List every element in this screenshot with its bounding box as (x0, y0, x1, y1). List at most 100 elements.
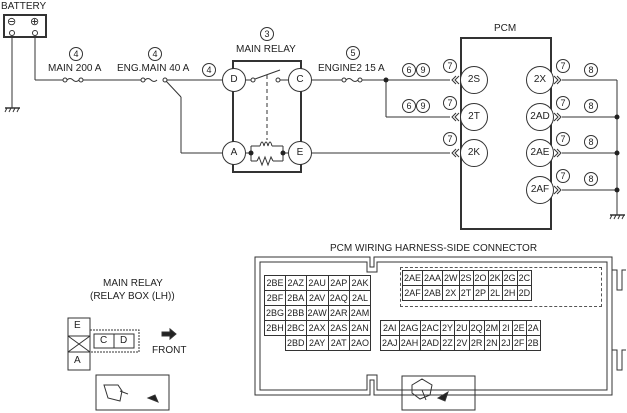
relay-pin-a: A (74, 355, 81, 366)
pcm-terminal-2x: 2X (526, 66, 554, 94)
relay-connector-title: MAIN RELAY (103, 278, 163, 289)
circle-ref: 9 (416, 99, 430, 113)
connector-pin: 2AE (401, 270, 424, 286)
relay-pin-d: D (120, 335, 128, 346)
connector-pin: 2BC (285, 320, 307, 336)
connector-pin: 2Y (440, 320, 456, 336)
circle-ref: 7 (556, 96, 570, 110)
battery-box (3, 14, 47, 38)
circle-ref: 7 (556, 59, 570, 73)
pcm-terminal-2t: 2T (460, 103, 488, 131)
connector-pin: 2U (454, 320, 470, 336)
pcm-connector-title: PCM WIRING HARNESS-SIDE CONNECTOR (330, 243, 538, 254)
connector-pin: 2F (511, 335, 527, 351)
relay-terminal-e: E (288, 141, 312, 165)
connector-pin: 2BA (285, 290, 307, 306)
circle-ref: 7 (556, 132, 570, 146)
relay-terminal-d: D (222, 68, 246, 92)
connector-pin: 2AR (327, 305, 350, 321)
connector-pin: 2D (516, 285, 533, 301)
circle-ref: 7 (443, 59, 457, 73)
circle-ref: 7 (556, 169, 570, 183)
pcm-terminal-2k: 2K (460, 139, 488, 167)
connector-pin: 2M (483, 320, 501, 336)
connector-pin: 2AV (305, 290, 329, 306)
pcm-terminal-2af: 2AF (526, 176, 554, 204)
circle-ref: 4 (69, 47, 83, 61)
connector-pin: 2L (487, 285, 503, 301)
connector-pin: 2A (525, 320, 541, 336)
connector-pin: 2G (501, 270, 518, 286)
circle-ref: 6 (402, 63, 416, 77)
connector-pin: 2B (525, 335, 541, 351)
circle-ref: 9 (416, 63, 430, 77)
fuse-eng-main-label: ENG.MAIN 40 A (117, 63, 190, 74)
connector-pin: 2BE (263, 275, 287, 291)
connector-pin: 2AC (419, 320, 442, 336)
connector-pin: 2T (458, 285, 474, 301)
connector-pin: 2AQ (327, 290, 350, 306)
relay-pin-c: C (100, 335, 108, 346)
pcm-terminal-2ae: 2AE (526, 139, 554, 167)
connector-pin: 2H (501, 285, 518, 301)
relay-terminal-c: C (288, 68, 312, 92)
connector-pin: 2BG (263, 305, 287, 321)
connector-pin: 2W (442, 270, 460, 286)
connector-pin: 2AB (422, 285, 444, 301)
circle-ref: 7 (443, 96, 457, 110)
connector-pin: 2BD (285, 335, 307, 351)
connector-pin: 2AL (348, 290, 372, 306)
circle-ref: 7 (443, 132, 457, 146)
circle-ref: 8 (584, 135, 598, 149)
connector-pin: 2P (472, 285, 489, 301)
connector-pin: 2V (454, 335, 470, 351)
connector-pin: 2AU (305, 275, 329, 291)
connector-pin: 2AM (348, 305, 372, 321)
pcm-label: PCM (494, 23, 517, 34)
main-relay-label: MAIN RELAY (236, 44, 296, 55)
connector-pin-blank (265, 336, 286, 351)
connector-pin: 2BH (263, 320, 287, 336)
connector-pin: 2AY (305, 335, 329, 351)
connector-pin: 2O (472, 270, 489, 286)
pcm-connector-top-frame (400, 267, 602, 307)
connector-pin: 2J (499, 335, 513, 351)
connector-pin: 2AP (327, 275, 350, 291)
connector-pin: 2AN (348, 320, 372, 336)
connector-pin: 2Z (440, 335, 456, 351)
connector-pin: 2R (468, 335, 485, 351)
fuse-main-label: MAIN 200 A (48, 63, 102, 74)
circle-ref: 3 (260, 27, 274, 41)
relay-pin-e: E (74, 320, 81, 331)
connector-pin: 2AD (419, 335, 442, 351)
front-label: FRONT (152, 345, 187, 356)
circle-ref: 8 (584, 63, 598, 77)
connector-pin: 2E (511, 320, 527, 336)
connector-pin: 2Q (468, 320, 485, 336)
circle-ref: 4 (148, 47, 162, 61)
connector-pin: 2AT (327, 335, 350, 351)
connector-pin: 2AK (348, 275, 372, 291)
connector-pin: 2AI (380, 320, 400, 336)
connector-pin: 2AZ (285, 275, 307, 291)
connector-pin: 2C (516, 270, 533, 286)
connector-pin: 2BF (263, 290, 287, 306)
connector-pin: 2AF (401, 285, 424, 301)
connector-pin: 2AG (398, 320, 421, 336)
connector-pin: 2AJ (380, 335, 400, 351)
connector-pin: 2AX (305, 320, 329, 336)
fuse-engine2-label: ENGINE2 15 A (318, 63, 385, 74)
connector-pin: 2S (458, 270, 474, 286)
connector-pin: 2I (499, 320, 513, 336)
connector-pin: 2AO (348, 335, 372, 351)
